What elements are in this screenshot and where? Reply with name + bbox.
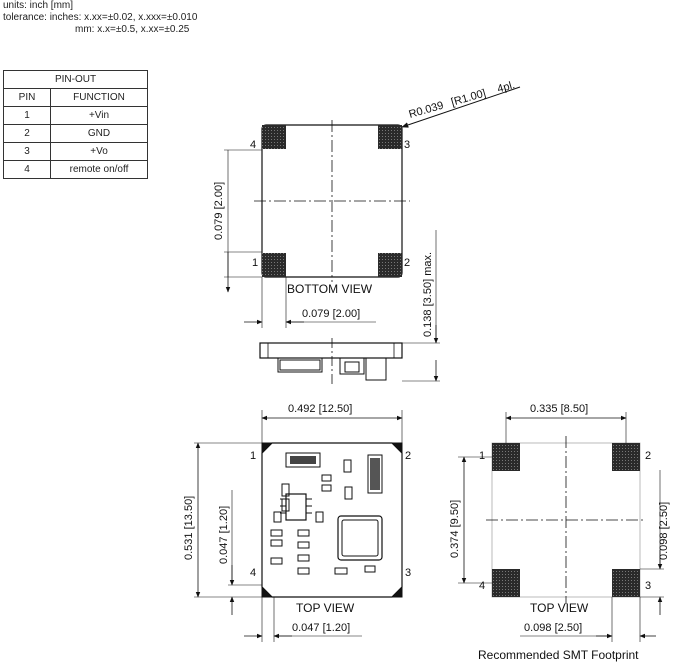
height-note: max. [422,252,434,276]
bottom-view [224,86,521,382]
fp-pad-dim: 0.098 [2.50] [658,502,670,560]
fp-bottom-dim: 0.098 [2.50] [524,622,582,634]
fp-bottom-mm: 2.50 [558,622,579,634]
top-bottom-inch: 0.047 [292,622,320,634]
top-height-inch: 0.531 [183,532,195,560]
height-mm: 3.50 [422,282,434,303]
units-note: units: inch [mm] [3,0,74,11]
fp-width-mm: 8.50 [564,403,585,415]
bottom-view-label: BOTTOM VIEW [287,282,373,296]
fp-pin-4: 4 [479,580,485,592]
bottom-horiz-mm: 2.00 [336,308,357,320]
fp-pad-inch: 0.098 [658,532,670,560]
bottom-pin-4: 4 [250,139,256,151]
top-width-inch: 0.492 [288,403,316,415]
top-width-mm: 12.50 [322,403,350,415]
pad-3 [378,125,402,149]
bottom-horiz-inch: 0.079 [302,308,330,320]
fp-height-inch: 0.374 [449,530,461,558]
pad-4 [262,125,286,149]
height-inch: 0.138 [422,309,434,337]
radius-note: 4pl. [496,79,516,95]
footprint-pad-1 [492,443,520,471]
table-row: 3+Vo [3,142,148,161]
fp-width-inch: 0.335 [530,403,558,415]
top-height-mm: 13.50 [183,499,195,527]
top-bottom-dim: 0.047 [1.20] [292,622,350,634]
footprint-caption: Recommended SMT Footprint [478,648,639,662]
fp-pin-2: 2 [645,450,651,462]
fp-height-mm: 9.50 [449,503,461,524]
bottom-vert-inch: 0.079 [213,212,225,240]
top-pad-dim: 0.047 [1.20] [218,506,230,564]
fp-bottom-inch: 0.098 [524,622,552,634]
top-bottom-mm: 1.20 [326,622,347,634]
height-dim: 0.138 [3.50] max. [422,252,434,337]
footprint-pad-3 [612,569,640,597]
fp-pin-3: 3 [645,580,651,592]
fp-width-dim: 0.335 [8.50] [530,403,588,415]
footprint-pad-2 [612,443,640,471]
footprint-view [458,412,664,642]
top-pin-1: 1 [250,450,256,462]
tolerance-note: tolerance: inches: x.xx=±0.02, x.xxx=±0.… [3,12,198,23]
top-pin-4: 4 [250,567,256,579]
radius-inch: R0.039 [408,100,445,121]
side-view [259,338,403,385]
top-height-dim: 0.531 [13.50] [183,496,195,560]
function-cell: remote on/off [50,160,148,179]
top-pin-2: 2 [405,450,411,462]
bottom-vert-dim: 0.079 [2.00] [213,182,225,240]
bottom-vert-mm: 2.00 [213,185,225,206]
tolerance-mm-note: mm: x.x=±0.5, x.xx=±0.25 [75,24,190,35]
bottom-pin-1: 1 [252,257,258,269]
top-pin-3: 3 [405,567,411,579]
top-view [194,410,403,642]
fp-view-label: TOP VIEW [530,601,589,615]
bottom-pin-2: 2 [404,257,410,269]
fp-height-dim: 0.374 [9.50] [449,500,461,558]
bottom-horiz-dim: 0.079 [2.00] [302,308,360,320]
pad-2 [378,253,402,277]
top-view-label: TOP VIEW [296,601,355,615]
top-pad-mm: 1.20 [218,509,230,530]
fp-pad-mm: 2.50 [658,505,670,526]
fp-pin-1: 1 [479,450,485,462]
pad-1 [262,253,286,277]
radius-mm: [R1.00] [450,87,487,108]
bottom-pin-3: 3 [404,139,410,151]
top-width-dim: 0.492 [12.50] [288,403,352,415]
top-pad-inch: 0.047 [218,536,230,564]
footprint-pad-4 [492,569,520,597]
